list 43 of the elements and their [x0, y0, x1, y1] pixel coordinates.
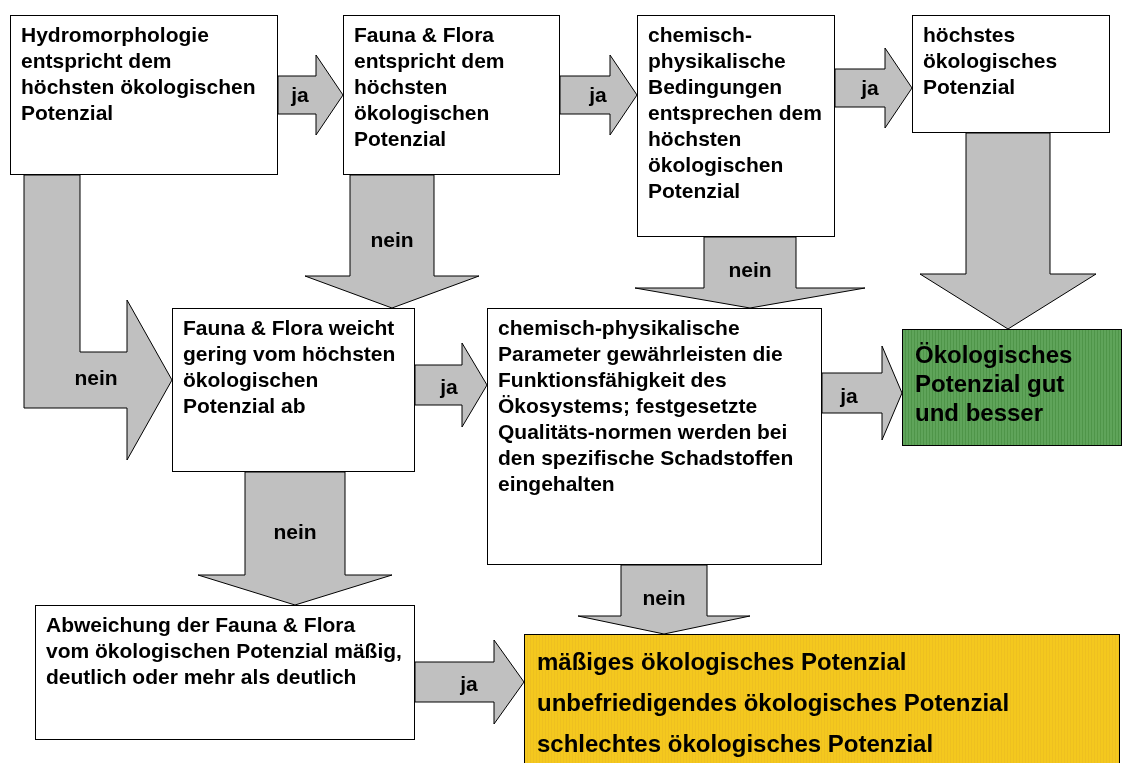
block-arrow — [634, 236, 866, 309]
box-text: chemisch-physikalische Parameter gewährleisten die Funktionsfähigkeit des Ökosystems; festgesetzte Qualitäts-normen werden bei den spezifische Schadstoffen eingehalten — [498, 315, 795, 497]
result-box — [524, 634, 1120, 763]
block-arrow — [304, 174, 480, 309]
edge-label: ja — [291, 83, 309, 107]
box-text: Ökologisches Potenzial gut und besser — [915, 340, 1074, 427]
edge-label: nein — [728, 258, 772, 282]
process-box — [10, 15, 278, 175]
box-text: mäßiges ökologisches Potenzial — [537, 647, 908, 676]
block-arrow — [277, 54, 344, 136]
block-arrow — [23, 174, 173, 461]
box-text: Abweichung der Fauna & Flora vom ökologischen Potenzial mäßig, deutlich oder mehr als deutlich — [46, 612, 403, 690]
edge-label: nein — [74, 366, 118, 390]
box-text: schlechtes ökologisches Potenzial — [537, 729, 935, 758]
box-text: chemisch-physikalische Bedingungen entsprechen dem höchsten ökologischen Potenzial — [648, 22, 823, 204]
box-text: Fauna & Flora weicht gering vom höchsten ökologischen Potenzial ab — [183, 315, 397, 419]
block-arrow — [414, 342, 488, 428]
process-box — [487, 308, 822, 565]
edge-label: nein — [370, 228, 414, 252]
block-arrow — [414, 639, 525, 725]
edge-label: ja — [589, 83, 607, 107]
process-box — [172, 308, 415, 472]
box-text: Hydromorphologie entspricht dem höchsten ökologischen Potenzial — [21, 22, 257, 126]
block-arrow — [559, 54, 638, 136]
process-box — [637, 15, 835, 237]
block-arrow — [197, 471, 393, 606]
block-arrow — [834, 47, 913, 129]
process-box — [912, 15, 1110, 133]
edge-label: nein — [642, 586, 686, 610]
edge-label: nein — [273, 520, 317, 544]
block-arrow — [577, 564, 751, 635]
block-arrow — [919, 132, 1097, 330]
edge-label: ja — [861, 76, 879, 100]
process-box — [343, 15, 560, 175]
result-box — [902, 329, 1122, 446]
box-text: Fauna & Flora entspricht dem höchsten ökologischen Potenzial — [354, 22, 506, 152]
edge-label: ja — [440, 375, 458, 399]
block-arrow — [821, 345, 903, 441]
edge-label: ja — [840, 384, 858, 408]
box-text: höchstes ökologisches Potenzial — [923, 22, 1059, 100]
process-box — [35, 605, 415, 740]
edge-label: ja — [460, 672, 478, 696]
box-text: unbefriedigendes ökologisches Potenzial — [537, 688, 1011, 717]
